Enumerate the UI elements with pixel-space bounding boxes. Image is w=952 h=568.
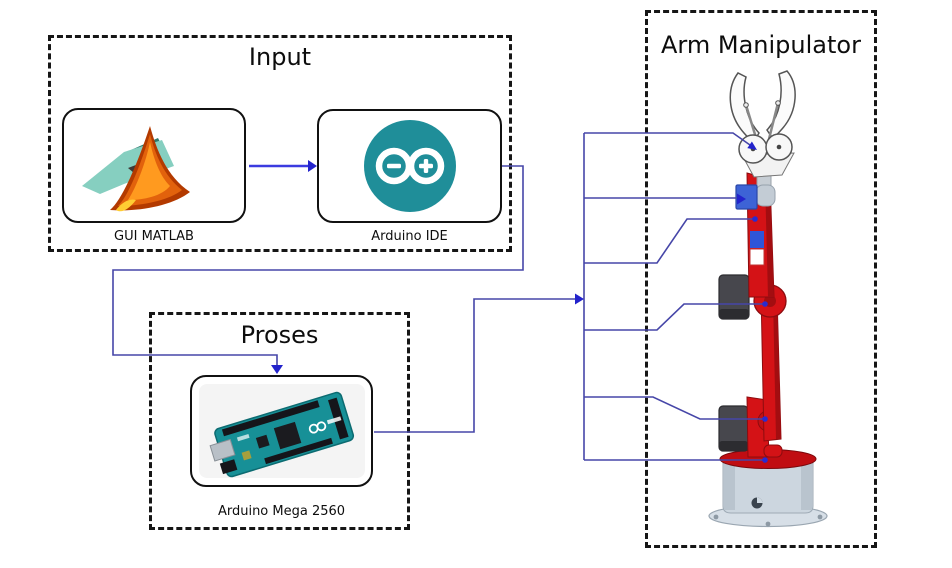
arduino-ide-node (317, 109, 502, 223)
arduino-ide-label: Arduino IDE (371, 229, 448, 244)
matlab-logo-icon (82, 125, 190, 211)
gui-matlab-label: GUI MATLAB (114, 229, 194, 244)
arm-manipulator-group-box (645, 10, 877, 548)
arduino-ide-logo-icon (363, 120, 456, 212)
arduino-mega-board-icon (198, 384, 365, 478)
arduino-mega-node (190, 375, 373, 487)
arm-manipulator-group-title: Arm Manipulator (661, 31, 861, 59)
robot-arm-image (708, 70, 828, 528)
gui-matlab-node (62, 108, 246, 223)
proses-group-title: Proses (240, 321, 319, 349)
arduino-mega-label: Arduino Mega 2560 (217, 504, 346, 519)
input-group-title: Input (248, 43, 312, 71)
